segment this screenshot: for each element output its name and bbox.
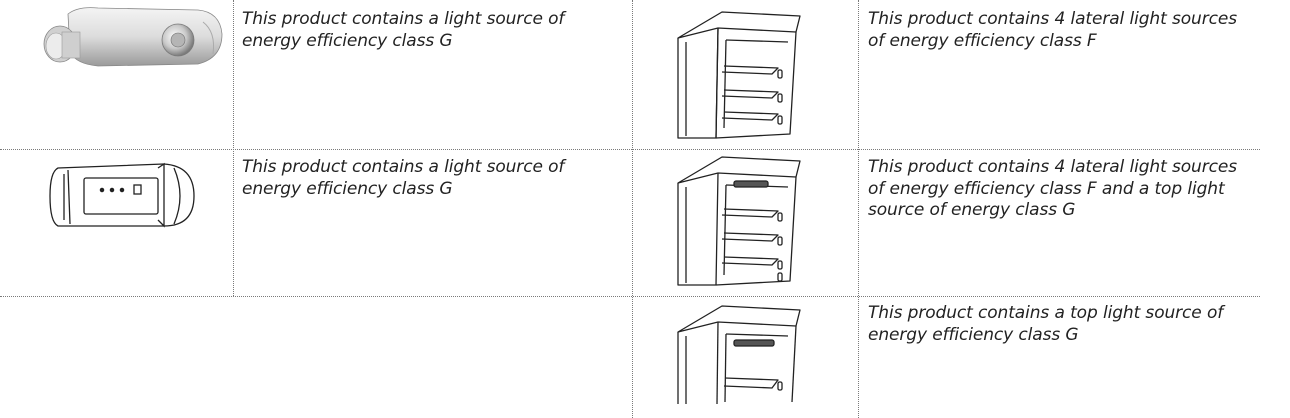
row-2-left-text: This product contains a light source of … (242, 157, 565, 199)
column-divider-right (858, 0, 859, 418)
cabinet-lateral-and-top-lights-image (672, 155, 807, 289)
cabinet-lateral-lights-image (672, 10, 807, 142)
row-2-right-text: This product contains 4 lateral light so… (868, 157, 1237, 220)
row-divider-1 (0, 149, 1260, 150)
lamp-unit-round-lens-image (38, 2, 228, 74)
row-1-right-text: This product contains 4 lateral light so… (868, 9, 1237, 51)
lamp-unit-control-panel-image (46, 160, 198, 234)
column-divider-left (233, 0, 234, 296)
row-3-right-text: This product contains a top light source… (868, 303, 1224, 345)
column-divider-middle (632, 0, 633, 418)
row-1-left-text: This product contains a light source of … (242, 9, 565, 51)
cabinet-top-light-image (672, 302, 807, 406)
row-divider-2 (0, 296, 1260, 297)
